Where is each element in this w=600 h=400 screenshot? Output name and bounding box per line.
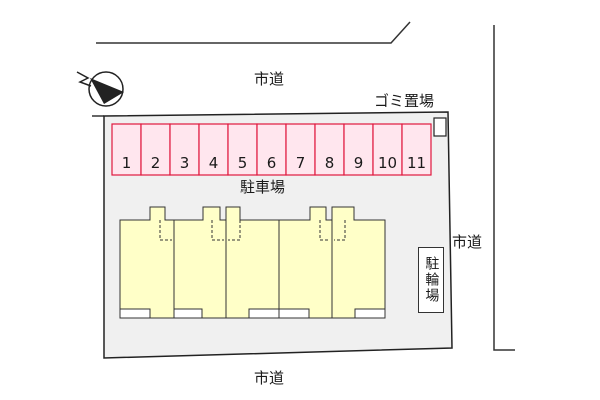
bike-parking: 駐輪場 <box>418 247 444 313</box>
parking-space-number: 5 <box>237 154 248 172</box>
parking-row <box>111 123 432 176</box>
road-label-bottom: 市道 <box>254 369 285 387</box>
north-arrow-icon <box>76 71 124 107</box>
parking-space-number: 11 <box>406 154 427 172</box>
parking-space-number: 4 <box>208 154 219 172</box>
parking-space-number: 9 <box>353 154 364 172</box>
parking-space-number: 6 <box>266 154 277 172</box>
bike-parking-label: 駐輪場 <box>423 256 440 304</box>
road-edge-top <box>96 21 411 44</box>
parking-space-5 <box>227 123 258 176</box>
parking-space-8 <box>314 123 345 176</box>
parking-space-number: 10 <box>377 154 398 172</box>
road-edge-right <box>493 25 515 351</box>
building-east <box>278 206 386 319</box>
parking-space-7 <box>285 123 316 176</box>
road-label-top: 市道 <box>254 70 285 88</box>
parking-space-10 <box>372 123 403 176</box>
building-west <box>119 206 280 319</box>
parking-space-4 <box>198 123 229 176</box>
parking-space-1 <box>111 123 142 176</box>
parking-space-9 <box>343 123 374 176</box>
garbage-area <box>433 117 447 137</box>
parking-space-11 <box>401 123 432 176</box>
parking-space-number: 3 <box>179 154 190 172</box>
parking-space-number: 8 <box>324 154 335 172</box>
garbage-area-label: ゴミ置場 <box>374 92 435 110</box>
parking-space-number: 1 <box>121 154 132 172</box>
parking-area-label: 駐車場 <box>240 178 286 196</box>
parking-space-2 <box>140 123 171 176</box>
parking-space-number: 7 <box>295 154 306 172</box>
parking-space-3 <box>169 123 200 176</box>
road-label-right: 市道 <box>452 233 483 251</box>
parking-space-number: 2 <box>150 154 161 172</box>
